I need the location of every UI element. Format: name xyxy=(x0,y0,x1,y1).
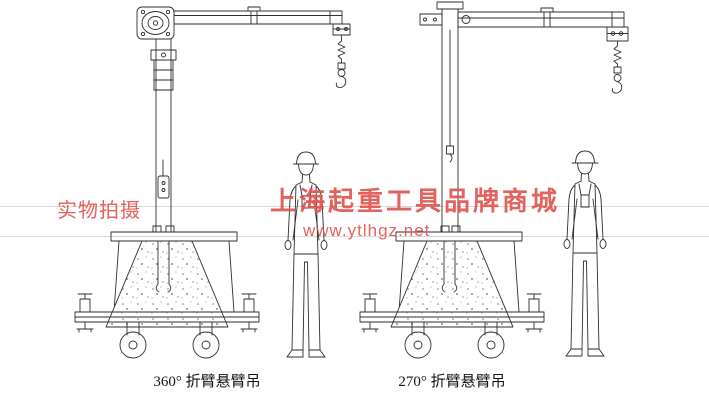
worker-figure-left xyxy=(284,151,328,358)
right-crane-hoist-hook xyxy=(606,26,629,94)
left-crane-arm xyxy=(173,6,343,25)
left-crane-base xyxy=(74,225,260,359)
left-crane-mast xyxy=(150,38,177,233)
left-crane-drawing xyxy=(74,6,351,359)
watermark-left-text: 实物拍摄 xyxy=(57,200,141,222)
right-crane-drawing xyxy=(359,1,629,359)
left-crane-top-flange-icon xyxy=(136,6,175,40)
watermark-url-text: www.ytlhgz.net xyxy=(303,221,431,240)
left-crane-hoist-hook xyxy=(332,23,351,89)
caption-left-crane: 360° 折臂悬臂吊 xyxy=(153,374,261,390)
watermark-separator-top xyxy=(0,206,709,207)
right-crane-mast xyxy=(436,1,464,233)
right-crane-arm xyxy=(419,7,625,28)
right-crane-base xyxy=(359,225,545,359)
caption-right-crane: 270° 折臂悬臂吊 xyxy=(398,374,506,390)
worker-figure-right xyxy=(563,150,607,357)
watermark-separator-bottom xyxy=(0,236,709,237)
watermark-brand-text: 上海起重工具品牌商城 xyxy=(270,186,561,216)
